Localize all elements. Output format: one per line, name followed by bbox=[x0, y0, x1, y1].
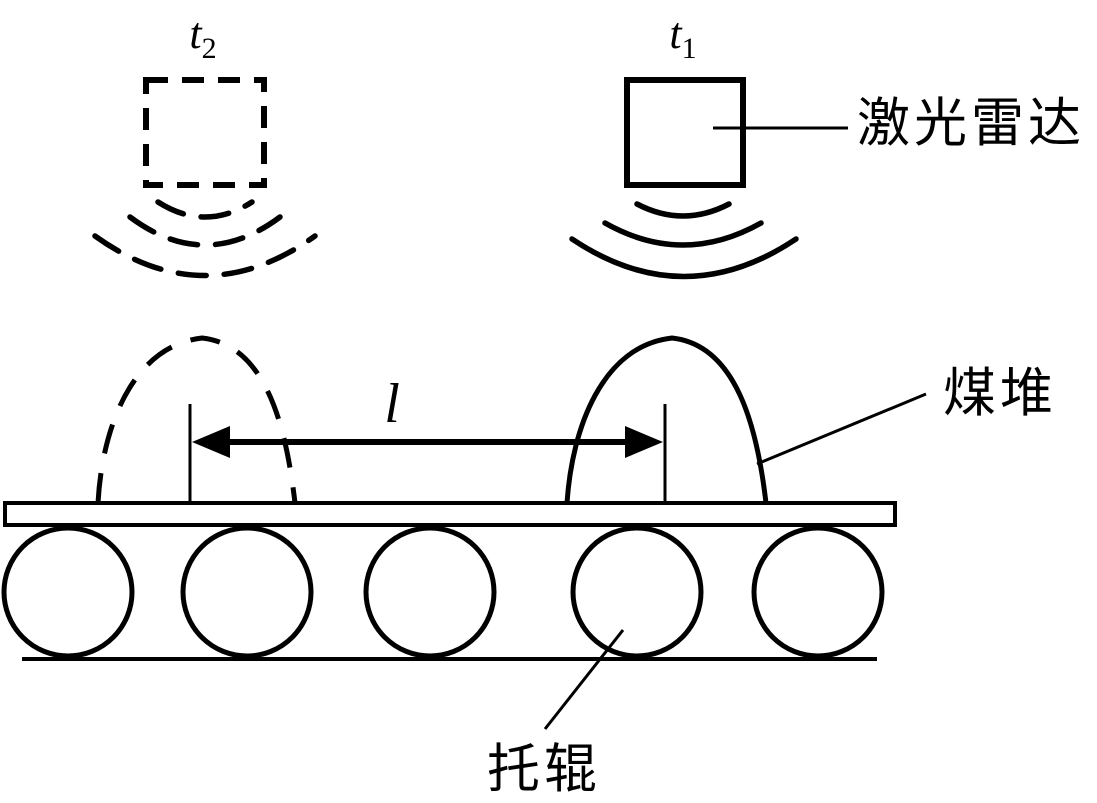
coal-pile-solid bbox=[564, 335, 769, 504]
wave-arc-small bbox=[634, 201, 732, 219]
distance-label: l bbox=[384, 373, 400, 435]
roller-circle-5 bbox=[751, 525, 885, 659]
time-label-t2-base: t bbox=[189, 9, 202, 58]
time-label-t1-base: t bbox=[669, 9, 682, 58]
wave-arc-mid-dashed bbox=[127, 214, 283, 248]
wave-arc-large bbox=[569, 236, 799, 280]
wave-arc-mid bbox=[602, 220, 764, 248]
distance-arrowhead-right bbox=[625, 426, 663, 458]
distance-arrowhead-left bbox=[192, 426, 230, 458]
roller-circle-1 bbox=[1, 525, 135, 659]
distance-arrow bbox=[192, 426, 663, 458]
leader-line-coal-pile bbox=[756, 392, 927, 466]
time-label-t1: t1 bbox=[669, 9, 696, 64]
roller-circle-3 bbox=[363, 525, 497, 659]
lidar-box-t2-dashed bbox=[143, 77, 267, 188]
roller-circle-4 bbox=[570, 525, 704, 659]
lidar-box-t1 bbox=[624, 77, 746, 188]
time-label-t2-sub: 2 bbox=[201, 32, 217, 65]
lidar-label: 激光雷达 bbox=[857, 95, 1085, 153]
roller-label: 托辊 bbox=[487, 741, 601, 799]
wave-arc-small-dashed bbox=[155, 199, 255, 220]
coal-pile-label: 煤堆 bbox=[943, 365, 1057, 423]
lidar-waves-t1 bbox=[569, 201, 799, 280]
coal-pile-dashed bbox=[95, 335, 298, 504]
leader-line-roller bbox=[543, 629, 625, 730]
time-label-t2: t2 bbox=[189, 9, 216, 64]
wave-arc-large-dashed bbox=[92, 233, 318, 279]
conveyor-belt bbox=[3, 501, 897, 527]
roller-circle-2 bbox=[180, 525, 314, 659]
time-label-t1-sub: 1 bbox=[681, 32, 697, 65]
lidar-waves-t2-dashed bbox=[92, 199, 318, 279]
